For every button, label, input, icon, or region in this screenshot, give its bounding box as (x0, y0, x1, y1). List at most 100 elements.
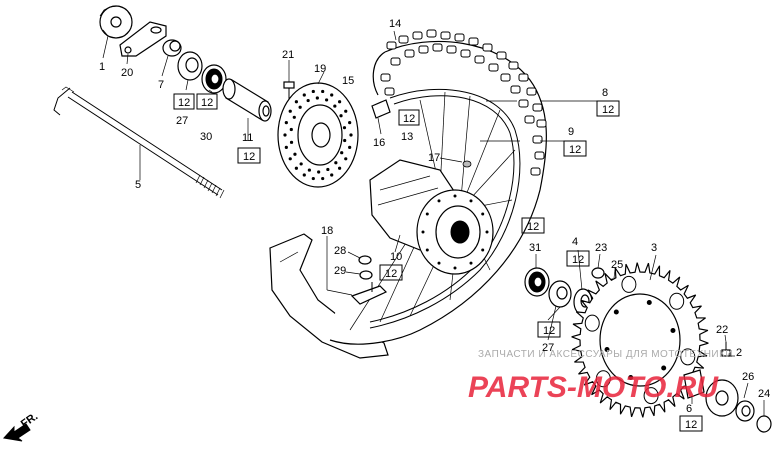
disc-hole (306, 98, 310, 103)
disc-hole (284, 145, 288, 149)
hub-spoke-hole (421, 230, 425, 234)
disc-hole (302, 173, 306, 177)
disc-hole (321, 176, 325, 181)
callout-10: 10 (390, 251, 402, 263)
callout-12: 12 (572, 254, 584, 266)
disc-hole (334, 161, 338, 165)
boxed-callout-frame (521, 217, 545, 234)
tire-knob (496, 51, 507, 60)
hub-spoke-hole (453, 266, 457, 270)
axle-part (53, 86, 225, 199)
disc-hole (333, 104, 337, 108)
callout-18: 18 (321, 225, 333, 237)
sprocket-bolt-hole (661, 365, 667, 371)
callout-17: 17 (428, 152, 440, 164)
tire-knob (524, 115, 535, 124)
disc-hole (317, 170, 321, 174)
boxed-callout-frame (566, 250, 590, 267)
hub-spoke-hole (437, 261, 441, 265)
disc-hole (326, 167, 330, 172)
disc-hole (293, 152, 297, 156)
chain-adjuster-6-part (683, 369, 739, 417)
disc-hole (289, 140, 294, 144)
callout-13: 13 (401, 131, 413, 143)
callout-24: 24 (758, 388, 770, 400)
bolt-17-part (462, 160, 472, 168)
callout-12: 12 (385, 268, 397, 280)
tire-knob (386, 41, 397, 50)
tire-knob (518, 73, 529, 82)
callout-3: 3 (651, 242, 657, 254)
disc-hole (338, 100, 342, 104)
callout-12: 12 (569, 144, 581, 156)
collar-part (162, 39, 182, 57)
disc-hole (307, 168, 311, 172)
boxed-callout-frame (379, 264, 403, 281)
sprocket-bolt-hole (613, 309, 619, 315)
boxed-callout-frame (173, 93, 195, 110)
boxed-callout-frame (398, 109, 420, 126)
callout-12: 12 (243, 151, 255, 163)
watermark-line2: PARTS-MOTO.RU (468, 371, 719, 404)
hub-spoke-hole (437, 199, 441, 203)
leader-lines (102, 30, 765, 416)
tire-knob (432, 43, 443, 52)
tire-knob (398, 35, 409, 44)
tire-knob (390, 57, 401, 66)
disc-hole (283, 133, 287, 137)
callout-30: 30 (200, 131, 212, 143)
bolt-22-part (721, 342, 731, 357)
disc-hole (294, 100, 298, 104)
sprocket-bolt-hole (670, 327, 676, 333)
tire-knob (412, 31, 423, 40)
disc-hole (284, 121, 288, 125)
disc-hole (339, 114, 343, 118)
hub-spoke-hole (453, 194, 457, 198)
tire-knob (384, 87, 395, 96)
disc-hole (330, 93, 334, 97)
tire-knob (440, 31, 451, 40)
tire-knob (532, 135, 543, 144)
hub-spoke-hole (481, 248, 485, 252)
boxed-callout-frame (237, 147, 261, 164)
tire-knob (532, 103, 543, 112)
callout-11: 11 (242, 132, 253, 144)
rim-strip-part (371, 99, 391, 119)
boxed-callout-frame (679, 415, 703, 432)
hub-spoke-hole (481, 212, 485, 216)
callout-12: 12 (201, 97, 213, 109)
hub-spoke-hole (469, 199, 473, 203)
callout-8: 8 (602, 87, 608, 99)
disc-hole (348, 145, 352, 149)
callout-25: 25 (611, 259, 623, 271)
rim-lock-part (350, 255, 388, 305)
boxed-callout-frame (596, 100, 620, 117)
adjuster-plate-part (119, 21, 167, 57)
tire-knob (530, 167, 541, 176)
tire-knob (510, 85, 521, 94)
callout-12: 12 (685, 419, 697, 431)
callout-15: 15 (342, 75, 354, 87)
tire-knob (418, 45, 429, 54)
tire-knob (454, 33, 465, 42)
callout-16: 16 (373, 137, 385, 149)
callout-12: 12 (403, 113, 415, 125)
seal-27b-part (548, 280, 572, 308)
front-direction-arrow: FR. (3, 410, 40, 442)
sprocket-part (571, 262, 709, 418)
disc-hole (315, 96, 319, 100)
nut-24-part (756, 415, 772, 433)
tire-knob (468, 37, 479, 46)
callout-27: 27 (176, 115, 188, 127)
disc-hole (343, 138, 347, 143)
callout-20: 20 (121, 67, 133, 79)
sprocket-hole (680, 348, 696, 366)
callout-14: 14 (389, 18, 401, 30)
chain-adjuster-part (99, 5, 133, 39)
callout-21: 21 (282, 49, 294, 61)
sprocket-bolt-hole (646, 299, 652, 305)
tire-knob (508, 61, 519, 70)
sprocket-bolt-hole (604, 347, 610, 353)
callout-12: 12 (527, 221, 539, 233)
